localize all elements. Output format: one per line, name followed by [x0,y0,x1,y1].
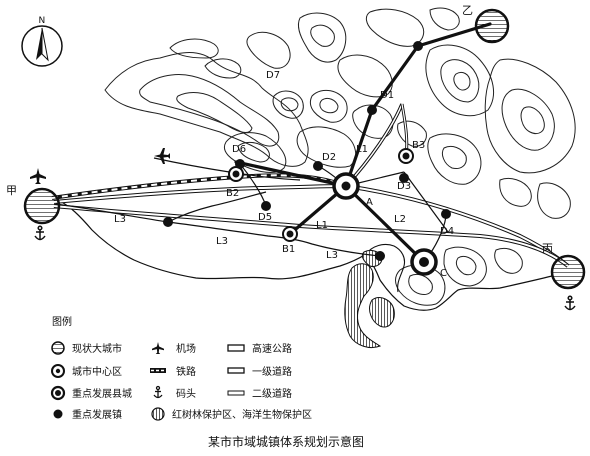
highways [53,103,570,268]
label-jia: 甲 [6,184,17,197]
town-d2[interactable] [313,161,323,171]
map-labels: 甲 乙 丙 A B1 B2 B3 C D1 D2 D3 D4 D5 D6 D7 … [6,4,553,279]
label-l3-right: L3 [326,250,338,261]
county-town-c[interactable] [410,248,438,276]
town-d5[interactable] [261,201,271,211]
legend-railway: 铁路 [150,365,196,378]
terrain-contours [104,7,576,306]
legend-reserve: 红树林保护区、海洋生物保护区 [151,407,312,421]
label-l3-left: L3 [114,214,126,225]
label-b1: B1 [282,244,295,255]
label-c: C [440,268,447,279]
svg-text:重点发展县城: 重点发展县城 [72,387,132,400]
label-d5: D5 [258,212,272,223]
label-d1: D1 [380,90,394,101]
svg-text:重点发展镇: 重点发展镇 [72,408,122,421]
legend-airport: 机场 [152,342,196,355]
town-l3-a[interactable] [163,217,173,227]
legend-port-label: 码头 [176,388,196,400]
label-bing: 丙 [542,242,553,255]
legend-highway: 高速公路 [227,342,292,355]
label-d2: D2 [322,152,336,163]
label-l2: L2 [394,214,406,225]
svg-text:现状大城市: 现状大城市 [72,342,122,355]
legend-county-town: 重点发展县城 [50,385,132,401]
town-d7-road[interactable] [413,41,423,51]
legend-city-center: 城市中心区 [51,364,122,378]
town-b3[interactable] [398,148,414,164]
anchor-icon [34,225,46,241]
label-l3-mid: L3 [216,236,228,247]
label-b3: B3 [412,140,425,151]
legend-road1: 一级道路 [227,365,292,378]
svg-text:机场: 机场 [176,342,196,355]
label-d3: D3 [397,181,411,192]
label-d4: D4 [440,226,454,237]
label-d7: D7 [266,70,280,81]
label-l1-lower: L1 [316,220,328,231]
town-d4[interactable] [441,209,451,219]
legend-port [153,385,163,399]
legend: 图例 现状大城市 城市中心区 重点发展县城 重点发展镇 机场 [50,315,312,421]
reserve-areas [344,249,395,349]
legend-road2: 二级道路 [227,387,292,400]
label-a: A [366,197,373,208]
town-b2[interactable] [228,166,244,182]
legend-title: 图例 [52,315,72,328]
label-b2: B2 [226,188,239,199]
town-d6[interactable] [235,159,245,169]
city-jia[interactable] [23,187,61,225]
svg-text:城市中心区: 城市中心区 [72,365,122,378]
label-l1-upper: L1 [356,144,368,155]
label-yi: 乙 [462,4,473,17]
city-yi[interactable] [474,8,510,44]
anchor-icon [564,295,576,311]
north-label: N [39,16,46,26]
airport-icon [30,168,46,184]
legend-large-city: 现状大城市 [51,341,122,355]
svg-text:红树林保护区、海洋生物保护区: 红树林保护区、海洋生物保护区 [172,408,312,421]
label-d6: D6 [232,144,246,155]
bay-coast [365,243,406,293]
airport-icon [154,148,170,164]
town-d1[interactable] [367,105,377,115]
city-bing[interactable] [550,254,586,290]
svg-text:高速公路: 高速公路 [252,342,292,355]
town-l3-b[interactable] [375,251,385,261]
svg-text:一级道路: 一级道路 [252,365,292,378]
north-compass: N [21,16,63,67]
svg-text:二级道路: 二级道路 [252,387,292,400]
town-d3[interactable] [399,173,409,183]
legend-town: 重点发展镇 [53,408,122,421]
map-title: 某市市域城镇体系规划示意图 [208,434,364,449]
svg-text:铁路: 铁路 [176,365,196,378]
town-b1[interactable] [282,226,298,242]
city-center-a[interactable] [332,172,360,200]
